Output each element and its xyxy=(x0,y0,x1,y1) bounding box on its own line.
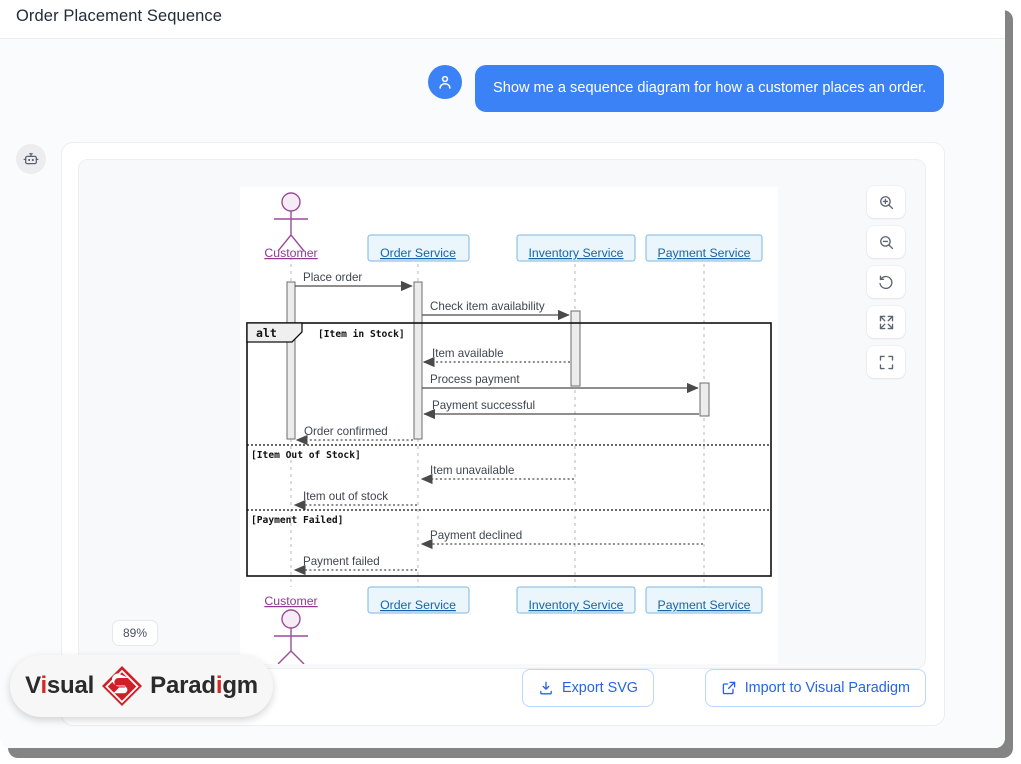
message-process-payment: Process payment xyxy=(422,373,699,394)
actor-label-customer-bottom: Customer xyxy=(264,594,317,608)
card-footer: Export SVG Import to Visual Paradigm xyxy=(62,669,944,711)
lifeline-head-inventory[interactable]: Inventory Service xyxy=(516,234,636,262)
diagram-viewport[interactable]: Customer Order Service Inventory Service xyxy=(78,159,926,669)
lifeline-head-payment[interactable]: Payment Service xyxy=(645,234,763,262)
visual-paradigm-badge: Visual Paradigm xyxy=(10,655,273,717)
external-link-icon xyxy=(722,681,735,695)
assistant-response-card: Customer Order Service Inventory Service xyxy=(61,142,945,726)
import-to-visual-paradigm-label: Import to Visual Paradigm xyxy=(744,680,910,696)
page-title: Order Placement Sequence xyxy=(16,7,223,25)
message-check-availability: Check item availability xyxy=(422,300,570,321)
actor-label-customer-top: Customer xyxy=(264,246,317,260)
message-place-order: Place order xyxy=(295,271,413,292)
brand-word-visual: Visual xyxy=(25,672,95,699)
zoom-out-icon xyxy=(879,235,893,249)
rotate-ccw-icon xyxy=(878,275,893,289)
message-label-place-order: Place order xyxy=(303,271,362,284)
message-label-payment-declined: Payment declined xyxy=(430,529,522,542)
alt-fragment: alt [Item in Stock] [Item Out of Stock] … xyxy=(246,322,772,577)
sequence-diagram-canvas: Customer Order Service Inventory Service xyxy=(240,187,778,665)
fullscreen-button[interactable] xyxy=(867,346,905,378)
app-window: Order Placement Sequence Show me a seque… xyxy=(0,0,1005,748)
zoom-level-badge[interactable]: 89% xyxy=(112,620,159,646)
visual-paradigm-diamond-logo xyxy=(98,662,146,710)
export-svg-label: Export SVG xyxy=(562,680,638,696)
message-item-out-of-stock: Item out of stock xyxy=(293,490,417,511)
import-to-visual-paradigm-button[interactable]: Import to Visual Paradigm xyxy=(704,669,926,707)
lifeline-label-payment-top: Payment Service xyxy=(658,246,751,260)
diagram-toolbar xyxy=(867,186,905,386)
user-icon xyxy=(439,75,451,89)
zoom-in-icon xyxy=(879,195,893,209)
actor-customer-top xyxy=(274,192,308,252)
lifeline-foot-order[interactable]: Order Service xyxy=(367,586,470,614)
lifeline-head-order[interactable]: Order Service xyxy=(367,234,470,262)
user-avatar xyxy=(428,65,462,99)
zoom-out-button[interactable] xyxy=(867,226,905,258)
lifeline-label-order-top: Order Service xyxy=(380,246,456,260)
message-label-item-out-of-stock: Item out of stock xyxy=(303,490,388,503)
message-payment-successful: Payment successful xyxy=(423,399,699,420)
brand-word-paradigm: Paradigm xyxy=(150,672,258,699)
message-label-item-available: Item available xyxy=(432,347,504,360)
lifeline-foot-payment[interactable]: Payment Service xyxy=(645,586,763,614)
download-icon xyxy=(540,681,552,695)
lifeline-lines xyxy=(290,257,705,587)
message-order-confirmed: Order confirmed xyxy=(295,425,413,446)
message-label-payment-failed: Payment failed xyxy=(303,555,380,568)
actor-customer-bottom xyxy=(274,609,308,665)
lifeline-label-payment-bottom: Payment Service xyxy=(658,598,751,612)
reset-view-button[interactable] xyxy=(867,266,905,298)
export-svg-button[interactable]: Export SVG xyxy=(522,669,654,707)
maximize-arrows-icon xyxy=(879,315,893,329)
lifeline-label-inventory-top: Inventory Service xyxy=(528,246,623,260)
message-payment-declined: Payment declined xyxy=(420,529,703,550)
alt-guard-2: [Item Out of Stock] xyxy=(251,450,361,461)
alt-operator-tag xyxy=(246,322,303,343)
lifeline-label-inventory-bottom: Inventory Service xyxy=(528,598,623,612)
robot-icon xyxy=(23,153,39,165)
alt-guard-1: [Item in Stock] xyxy=(318,328,405,340)
assistant-avatar xyxy=(16,144,46,174)
vp-logo-svg xyxy=(102,666,143,706)
message-label-item-unavailable: Item unavailable xyxy=(430,464,514,477)
user-message-row: Show me a sequence diagram for how a cus… xyxy=(0,65,1005,121)
fullscreen-corners-icon xyxy=(879,355,893,369)
message-label-order-confirmed: Order confirmed xyxy=(304,425,388,438)
message-item-unavailable: Item unavailable xyxy=(420,464,574,485)
message-label-process-payment: Process payment xyxy=(430,373,520,386)
lifeline-foot-inventory[interactable]: Inventory Service xyxy=(516,586,636,614)
message-label-payment-successful: Payment successful xyxy=(432,399,535,412)
alt-operator-label: alt xyxy=(256,326,277,340)
zoom-in-button[interactable] xyxy=(867,186,905,218)
lifeline-label-order-bottom: Order Service xyxy=(380,598,456,612)
message-payment-failed: Payment failed xyxy=(293,555,417,576)
message-label-check-availability: Check item availability xyxy=(430,300,545,313)
content-area: Show me a sequence diagram for how a cus… xyxy=(0,39,1005,748)
message-item-available: Item available xyxy=(422,347,570,368)
user-message-bubble: Show me a sequence diagram for how a cus… xyxy=(475,65,945,113)
alt-guard-3: [Payment Failed] xyxy=(251,514,343,526)
activation-bars xyxy=(286,281,710,440)
title-bar: Order Placement Sequence xyxy=(0,0,1005,39)
fit-screen-button[interactable] xyxy=(867,306,905,338)
sequence-diagram-svg: Customer Order Service Inventory Service xyxy=(246,192,772,665)
